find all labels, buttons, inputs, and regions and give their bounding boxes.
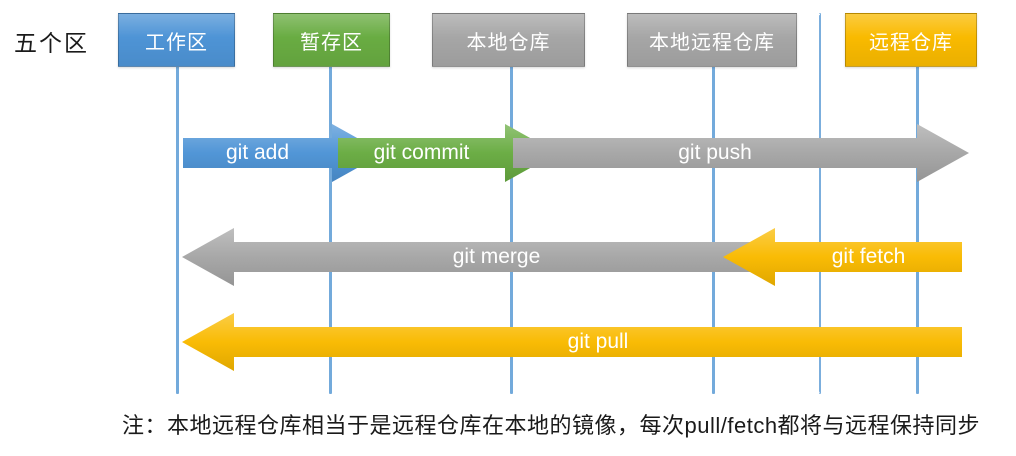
git-fetch-arrow: git fetch xyxy=(723,228,962,286)
footnote: 注：本地远程仓库相当于是远程仓库在本地的镜像，每次pull/fetch都将与远程… xyxy=(122,413,981,438)
git-push-label: git push xyxy=(678,141,752,164)
zone-local-remote-repo: 本地远程仓库 xyxy=(627,13,797,67)
diagram-title: 五个区 xyxy=(14,30,89,56)
git-add-label: git add xyxy=(225,141,290,164)
local-remote-boundary-dashed-line xyxy=(819,13,821,394)
git-fetch-label: git fetch xyxy=(831,245,906,268)
zone-workspace: 工作区 xyxy=(118,13,235,67)
git-pull-arrow: git pull xyxy=(182,313,962,371)
local-remote-repo-lifeline xyxy=(712,66,715,394)
zone-staging-label: 暂存区 xyxy=(300,31,363,54)
zone-remote-repo: 远程仓库 xyxy=(845,13,977,67)
zone-workspace-label: 工作区 xyxy=(145,31,208,54)
git-commit-label: git commit xyxy=(373,141,470,164)
staging-lifeline xyxy=(329,66,332,394)
git-pull-label: git pull xyxy=(567,330,629,353)
workspace-lifeline xyxy=(176,66,179,394)
local-repo-lifeline xyxy=(510,66,513,394)
zone-local-repo-label: 本地仓库 xyxy=(466,31,551,54)
zone-staging: 暂存区 xyxy=(273,13,390,67)
remote-repo-lifeline xyxy=(916,66,919,394)
zone-local-repo: 本地仓库 xyxy=(432,13,585,67)
zone-remote-repo-label: 远程仓库 xyxy=(869,31,953,54)
git-merge-label: git merge xyxy=(452,245,541,268)
git-merge-arrow: git merge xyxy=(182,228,759,286)
zone-local-remote-repo-label: 本地远程仓库 xyxy=(649,31,775,54)
git-push-arrow: git push xyxy=(513,124,969,182)
